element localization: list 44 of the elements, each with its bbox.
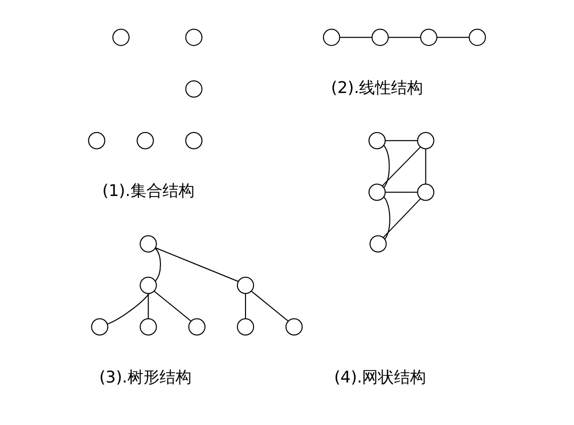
node-circle	[140, 276, 157, 294]
node-circle	[368, 183, 386, 200]
connector	[425, 148, 426, 184]
node-circle	[136, 132, 154, 149]
label: (1).集合结构	[102, 180, 194, 200]
node-circle	[285, 318, 303, 335]
node-circle	[88, 132, 106, 149]
node-circle	[91, 318, 108, 335]
connector	[251, 290, 288, 321]
node-circle	[185, 28, 202, 46]
node-circle	[322, 28, 340, 46]
connector	[244, 293, 246, 318]
label: (3).树形结构	[99, 366, 192, 386]
node-circle	[140, 318, 157, 335]
node-circle	[236, 318, 254, 335]
connector	[107, 292, 150, 324]
connector	[388, 36, 421, 38]
node-circle	[420, 28, 438, 46]
connector	[382, 198, 421, 238]
node-circle	[112, 28, 130, 46]
connector	[385, 140, 418, 141]
label: (4).网状结构	[334, 366, 426, 386]
connector	[382, 146, 421, 186]
node-circle	[140, 234, 157, 252]
label: (2).线性结构	[331, 77, 424, 96]
connector	[383, 144, 390, 188]
node-circle	[185, 80, 202, 98]
node-circle	[417, 183, 434, 200]
connector	[340, 36, 372, 38]
node-circle	[368, 132, 386, 149]
node-circle	[185, 132, 202, 149]
connector	[148, 293, 149, 318]
connector	[154, 290, 192, 321]
node-circle	[188, 318, 206, 335]
connector	[385, 191, 418, 192]
node-circle	[372, 28, 389, 46]
connector	[155, 246, 239, 282]
connector	[437, 36, 470, 38]
node-circle	[370, 234, 387, 252]
node-circle	[417, 132, 434, 149]
node-circle	[468, 28, 486, 46]
node-circle	[236, 276, 254, 294]
connector	[383, 196, 390, 239]
connector	[155, 247, 161, 281]
